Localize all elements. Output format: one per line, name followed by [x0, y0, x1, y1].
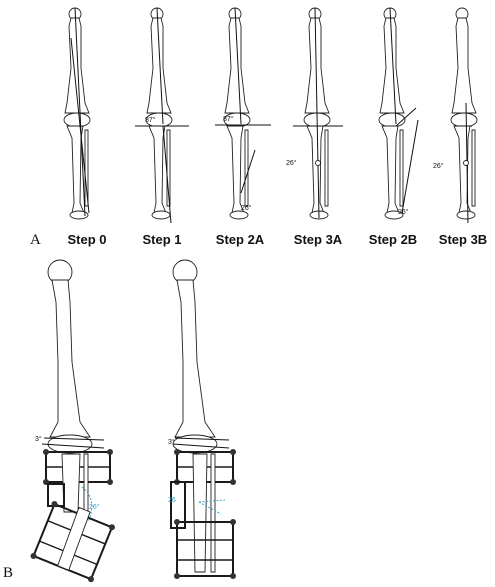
step-label-1: Step 1	[142, 232, 182, 247]
leg-step-3b	[450, 7, 478, 224]
angle-label-step2b: 26°	[398, 209, 409, 216]
angle-label-step3b: 26°	[433, 163, 444, 170]
angle-label-b-right-side: 26	[168, 497, 176, 504]
angle-label-b-right-top: 3°	[168, 439, 175, 446]
step-label-3b: Step 3B	[438, 232, 488, 247]
step-label-3a: Step 3A	[293, 232, 343, 247]
leg-step-0	[63, 7, 91, 220]
fixator-leg-right	[170, 259, 236, 579]
leg-step-3a	[293, 7, 343, 220]
panel-letter-b: B	[3, 565, 14, 581]
angle-label-b-left-side: 26°	[89, 504, 100, 511]
angle-label-b-left-top: 3°	[35, 436, 42, 443]
angle-label-step2a-tibia: 26°	[241, 205, 252, 212]
angle-label-step2a: 87°	[223, 116, 234, 123]
fixator-leg-left	[30, 259, 115, 583]
step-label-2b: Step 2B	[368, 232, 418, 247]
leg-step-1	[135, 7, 189, 224]
step-label-2a: Step 2A	[215, 232, 265, 247]
panel-letter-a: A	[30, 232, 41, 248]
angle-label-step1: 87°	[145, 117, 156, 124]
angle-label-step3a: 26°	[286, 160, 297, 167]
step-label-0: Step 0	[67, 232, 107, 247]
leg-step-2a	[215, 7, 271, 220]
leg-step-2b	[378, 7, 419, 220]
